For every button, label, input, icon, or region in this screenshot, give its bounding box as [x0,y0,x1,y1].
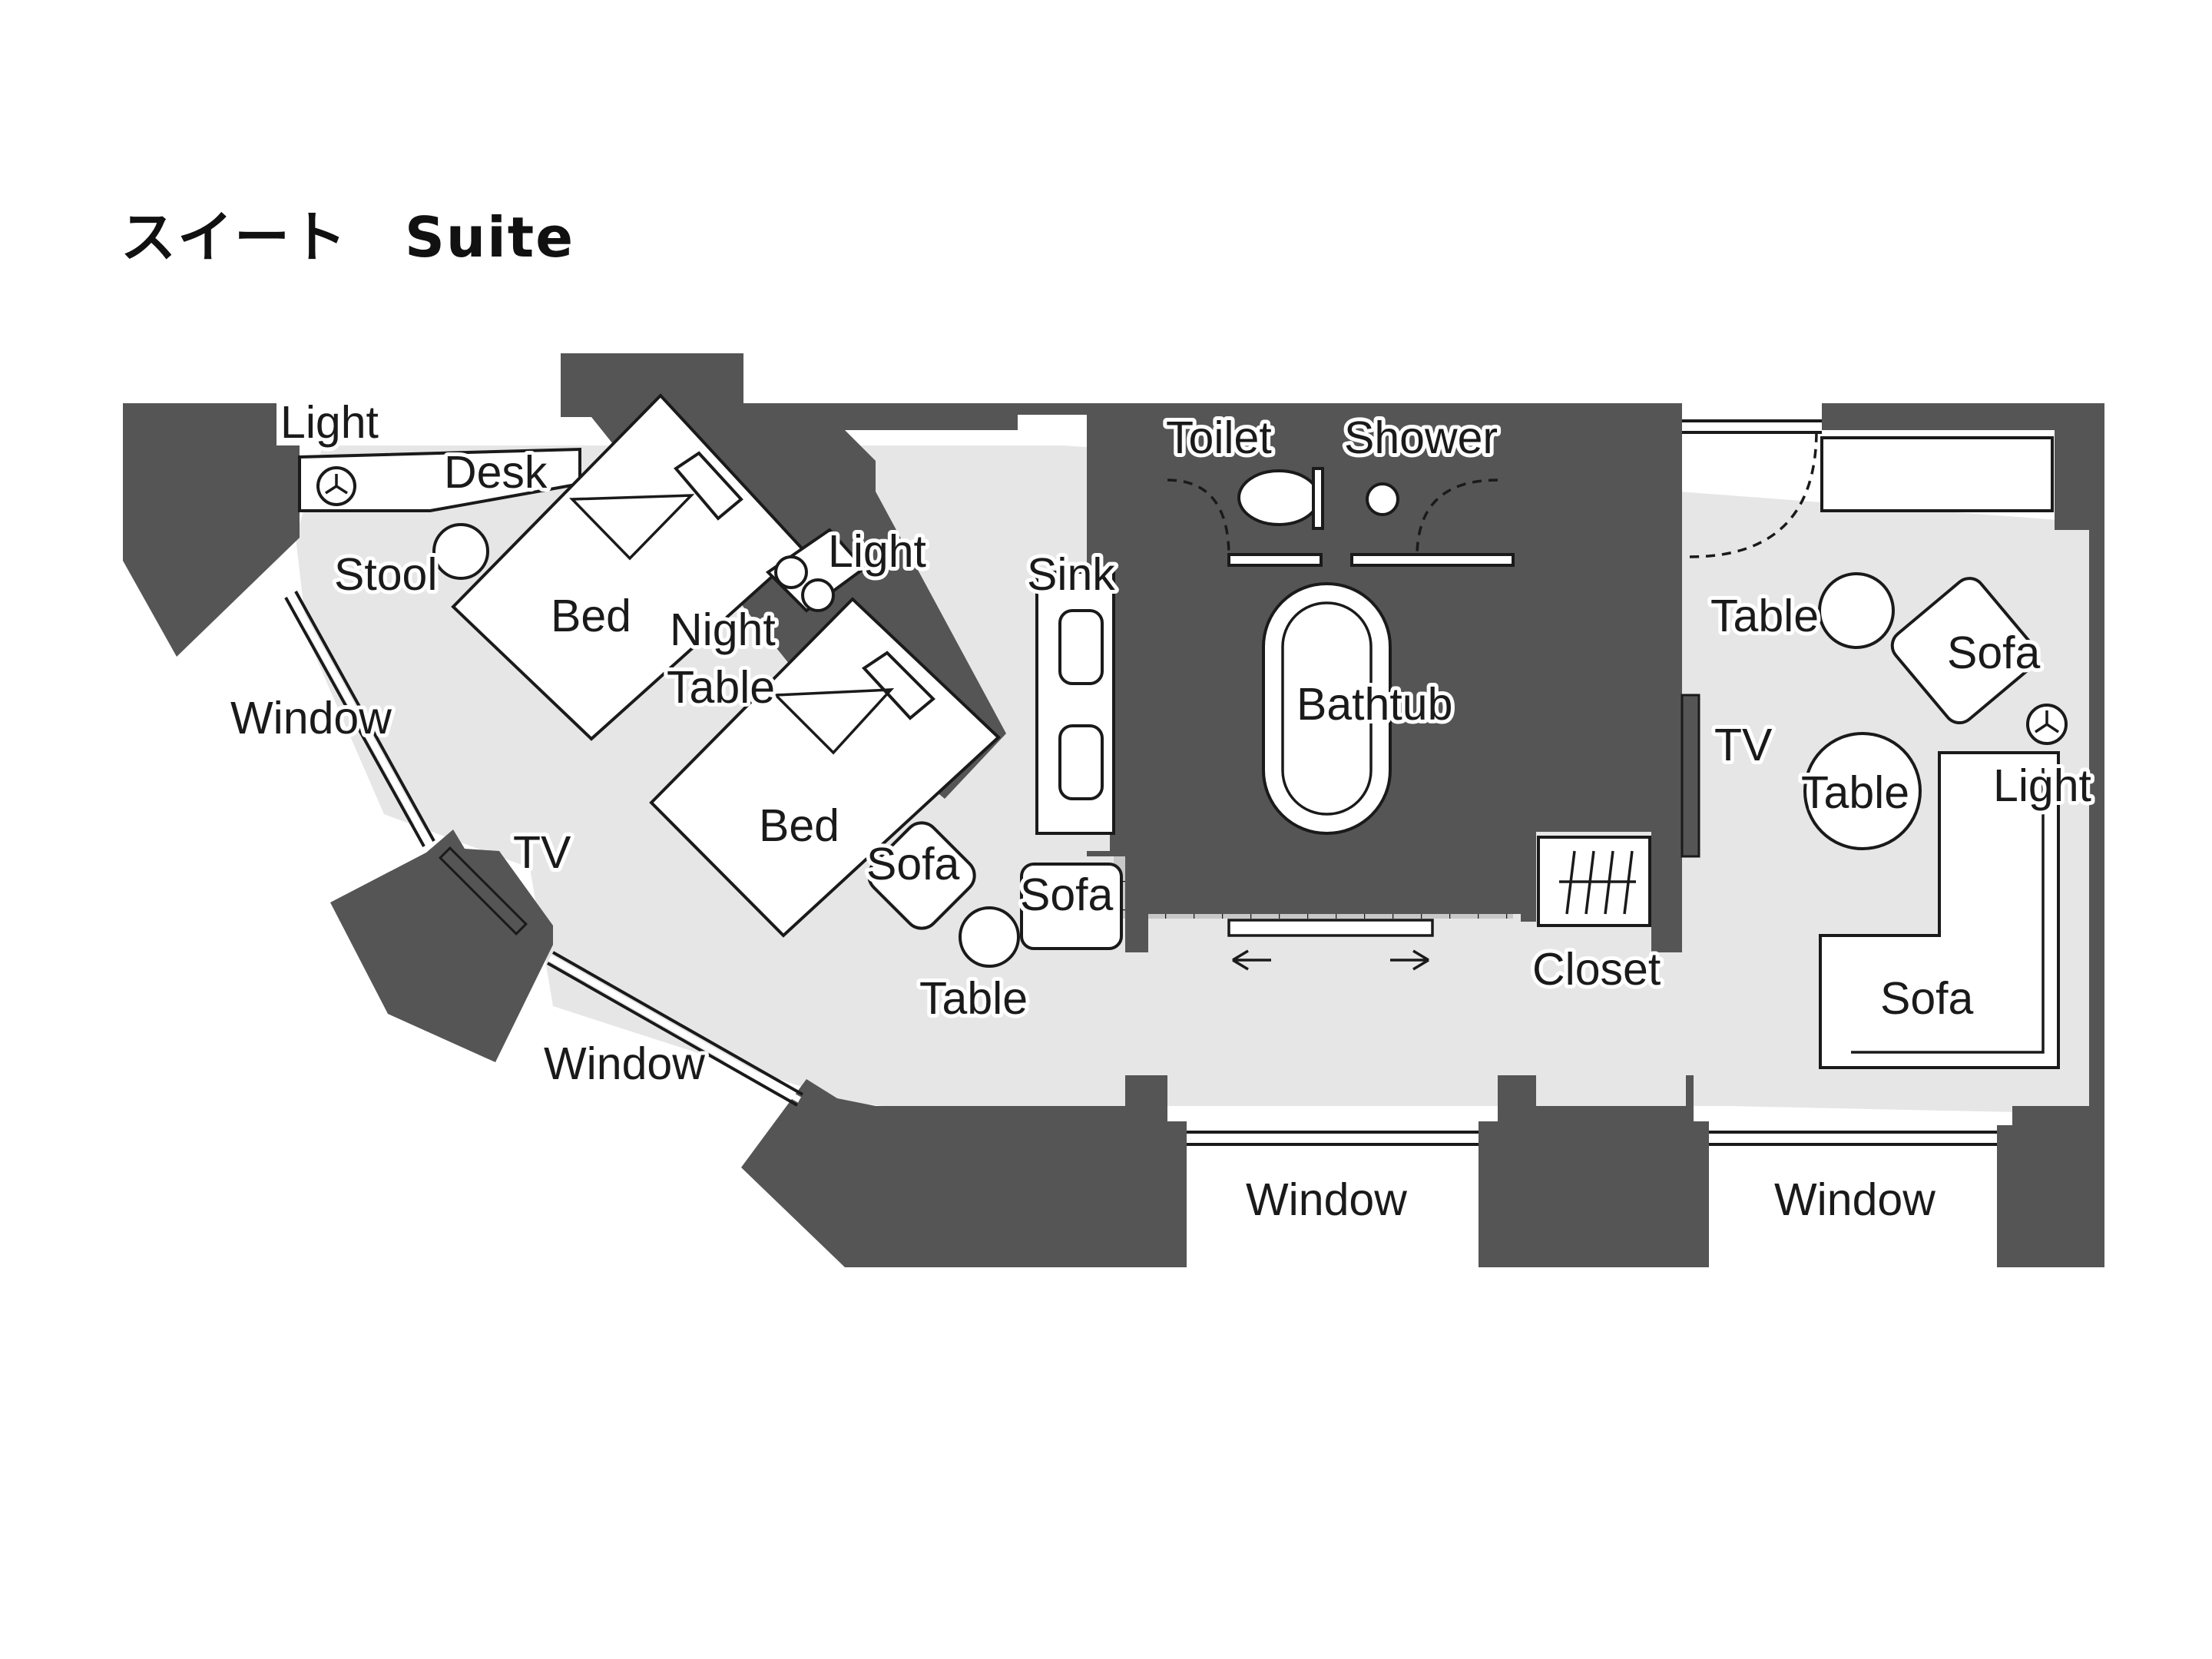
tv-left [439,846,528,935]
bed-2-pillow [861,651,935,720]
tv-living [1681,694,1700,858]
bed-1-cover [568,494,695,561]
window-bottom-2-label: Window [1774,1174,1936,1225]
living-light-mark [2035,710,2059,733]
toilet-label: Toilet [1166,412,1272,463]
sofa-small-label: Sofa [866,839,960,889]
table-living-top [1818,572,1895,649]
desk-light-mark [325,474,348,495]
night-table-label: Table [667,662,775,713]
stool-label: Stool [334,549,437,600]
bathtub-inner [1281,601,1373,816]
wall-top [561,353,1682,952]
stool [432,523,489,580]
closet-hangers-icon [1559,850,1636,915]
sofa-chair [1020,863,1123,950]
sliding-door-arrows-icon [1227,919,1434,971]
table-small-label: Table [919,973,1028,1024]
window-bottom-1-label: Window [1246,1174,1407,1225]
table-living-mid [1803,732,1922,850]
living-cabinet [1820,436,2054,512]
sink-basin-1 [1058,609,1104,685]
table-living-mid-label: Table [1801,767,1909,818]
table-small [959,906,1020,968]
wall-bottom-mid [1479,1075,1709,1267]
tv-living-label: TV [1714,720,1773,770]
toilet-threshold [1227,553,1323,567]
window-bottom-2 [1709,1131,1997,1146]
window-left [284,591,435,847]
wall-bath-divider [1321,430,1352,559]
wall-bottom-left [741,1075,1187,1267]
sofa-living-chair-label: Sofa [1947,628,2041,678]
toilet-tank [1312,467,1324,530]
shower-head-icon [1366,482,1399,516]
bed-1-pillow [674,451,743,521]
sofa-chair-label: Sofa [1020,869,1114,920]
bathtub [1262,582,1392,835]
night-table [765,528,866,613]
night-light-icon-2 [801,578,835,612]
plan-title: スイート Suite [121,205,575,270]
night-light-icon-1 [774,555,808,589]
desk-label: Desk [444,447,548,498]
wall-top-left [123,403,300,657]
bathtub-label: Bathtub [1296,679,1452,730]
shower-threshold [1350,553,1515,567]
toilet [1237,469,1320,526]
window-top-right [1682,419,1822,434]
window-lower-label: Window [544,1038,705,1089]
night-label: Night [670,604,776,655]
closet-label: Closet [1532,944,1661,995]
entry-door-swing [1689,429,1818,558]
window-left-label: Window [230,693,392,743]
window-bottom-1 [1187,1131,1479,1146]
light-living-label: Light [1993,760,2091,811]
sink-basin-2 [1058,724,1104,800]
sofa-small [867,821,976,930]
sink-label: Sink [1027,549,1115,600]
sofa-living-l-label: Sofa [1880,973,1974,1024]
sofa-living-l [1819,751,2060,1069]
wall-top-right [1822,403,2104,1267]
sofa-living-l-back [1851,768,2045,1054]
light-bed-label: Light [828,526,926,577]
shower-door-swing [1416,478,1498,558]
bed-1-label: Bed [551,591,631,641]
shower-label: Shower [1344,412,1498,463]
bed-2-label: Bed [759,800,839,851]
window-lower [547,951,803,1107]
light-desk-label: Light [280,397,379,448]
toilet-door-swing [1167,478,1230,558]
desk [298,447,581,512]
tv-left-label: TV [513,827,571,878]
wall-left-jut [330,830,553,1062]
table-living-top-label: Table [1710,591,1819,641]
sofa-living-chair [1890,577,2038,725]
bed-2-cover [772,688,895,755]
